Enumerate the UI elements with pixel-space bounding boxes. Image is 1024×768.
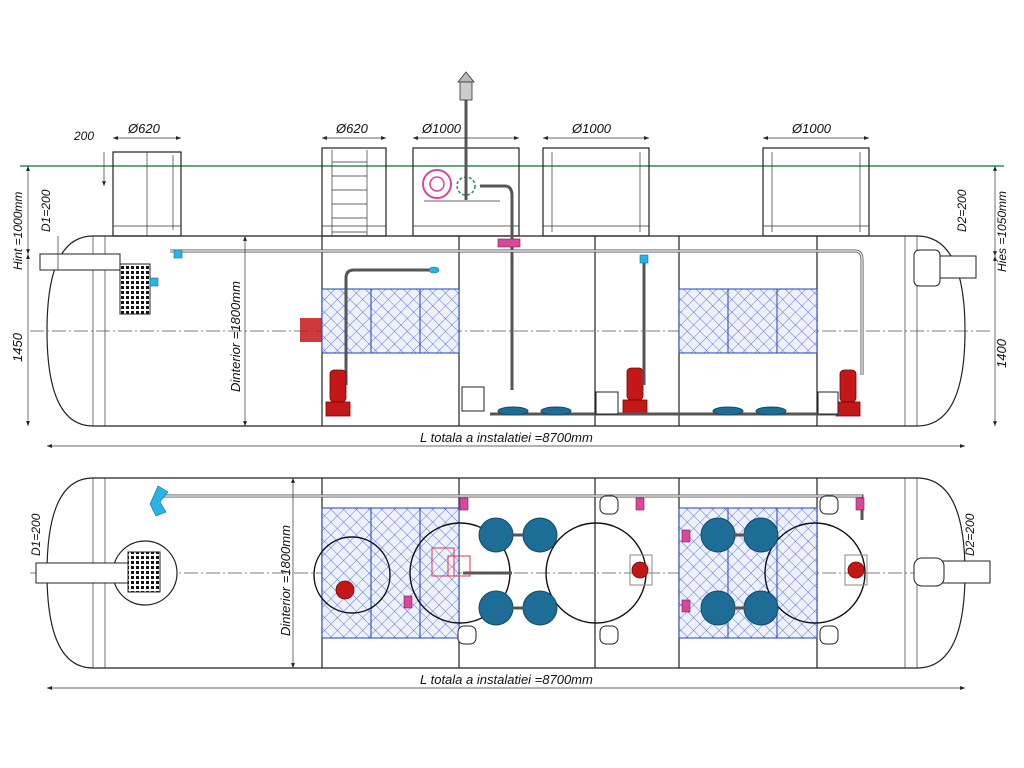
plan-view: D1=200 Dinterior =1800mm D2=200 L totala… (29, 477, 991, 690)
red-block (300, 318, 322, 342)
h-1400-label: 1400 (994, 338, 1009, 368)
valves-plan (403, 497, 865, 613)
inlet-basket (119, 263, 151, 315)
h-1450-label: 1450 (10, 332, 25, 362)
diffuser-manifold-plan (463, 533, 745, 610)
inlet-pipe-plan (35, 562, 129, 584)
dimension-lines-plan (47, 478, 965, 690)
blower-icon (422, 169, 452, 199)
dim-200-label: 200 (73, 129, 94, 143)
hatch-5-plan (764, 522, 866, 624)
inlet-pipe-side (39, 253, 121, 271)
hatch-3-side (412, 71, 520, 390)
hatch-1-diameter-label: Ø620 (127, 121, 161, 136)
hatch-5-diameter-label: Ø1000 (791, 121, 832, 136)
biofilter-media-2 (678, 288, 818, 354)
d-interior-side-label: Dinterior =1800mm (228, 281, 243, 392)
d2-side-label: D2=200 (955, 189, 969, 232)
total-length-side-label: L totala a instalatiei =8700mm (420, 430, 593, 445)
pump-2-plan (631, 561, 649, 579)
h-ies-label: Hies =1050mm (995, 191, 1009, 272)
hatch-2-side (321, 147, 387, 237)
outlet-pipe-side (939, 255, 977, 279)
d-interior-plan-label: Dinterior =1800mm (278, 525, 293, 636)
pump-1-side (325, 369, 351, 417)
hatch-2-diameter-label: Ø620 (335, 121, 369, 136)
hatch-4-diameter-label: Ø1000 (571, 121, 612, 136)
outlet-pipe-plan (941, 560, 991, 584)
h-int-label: Hint =1000mm (11, 192, 25, 270)
hatch-4-side (542, 147, 650, 237)
diffusers-side (461, 386, 840, 416)
side-view: 200 Ø620 Ø620 Ø1000 Ø1000 Ø1000 Hint =10… (10, 71, 1009, 448)
inlet-basket-plan (127, 551, 161, 593)
total-length-plan-label: L totala a instalatiei =8700mm (420, 672, 593, 687)
pump-3-plan (847, 561, 865, 579)
pump-1-plan (335, 580, 355, 600)
hatch-5-side (762, 147, 870, 237)
d1-side-label: D1=200 (39, 189, 53, 232)
hatch-2-plan (313, 536, 391, 614)
hatch-1-side (112, 151, 182, 237)
biofilter-media-1 (321, 288, 460, 354)
pump-2-side (622, 262, 648, 415)
dimension-lines-side (26, 136, 997, 448)
vent-cap-icon (457, 71, 475, 83)
d2-plan-label: D2=200 (963, 513, 977, 556)
pump-3-side (835, 369, 861, 417)
traps-plan (457, 495, 839, 645)
d1-plan-label: D1=200 (29, 513, 43, 556)
hatch-3-diameter-label: Ø1000 (421, 121, 462, 136)
